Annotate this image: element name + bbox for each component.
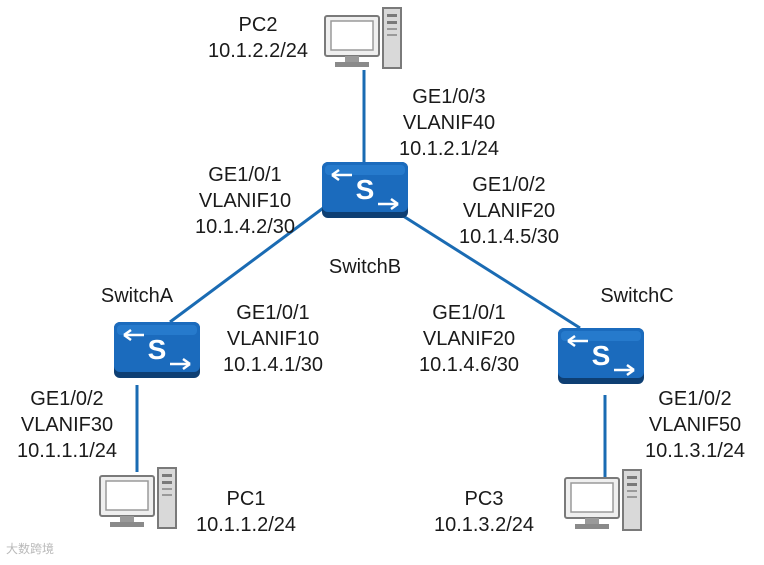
port: GE1/0/1 (236, 302, 310, 324)
watermark: 大数跨境 (6, 542, 55, 556)
switchb-pc2-interface: GE1/0/3 VLANIF40 10.1.2.1/24 (384, 84, 514, 162)
pc1-name: PC1 (226, 488, 266, 510)
ip: 10.1.4.6/30 (418, 354, 520, 376)
vlanif: VLANIF30 (20, 414, 114, 436)
pc1-ip: 10.1.1.2/24 (195, 514, 297, 536)
pc3-ip: 10.1.3.2/24 (433, 514, 535, 536)
vlanif: VLANIF20 (422, 328, 516, 350)
port: GE1/0/2 (30, 388, 104, 410)
switch-glyph: S (592, 340, 611, 371)
ip: 10.1.3.1/24 (644, 440, 746, 462)
ip: 10.1.4.5/30 (458, 226, 560, 248)
pc-icon (324, 7, 402, 69)
switch-icon: S (320, 160, 410, 220)
vlanif: VLANIF50 (648, 414, 742, 436)
pc3-label: PC3 10.1.3.2/24 (420, 486, 548, 538)
switchb-switchc-interface: GE1/0/2 VLANIF20 10.1.4.5/30 (444, 172, 574, 250)
switchb-switcha-interface: GE1/0/1 VLANIF10 10.1.4.2/30 (180, 162, 310, 240)
ip: 10.1.4.2/30 (194, 216, 296, 238)
switcha-pc1-interface: GE1/0/2 VLANIF30 10.1.1.1/24 (2, 386, 132, 464)
switch-glyph: S (356, 174, 375, 205)
ip: 10.1.4.1/30 (222, 354, 324, 376)
port: GE1/0/2 (658, 388, 732, 410)
pc3-name: PC3 (464, 488, 504, 510)
pc2-label: PC2 10.1.2.2/24 (192, 12, 324, 64)
switch-icon: S (556, 326, 646, 386)
port: GE1/0/3 (412, 86, 486, 108)
pc-icon (564, 469, 642, 531)
link-switchb-switchc (399, 212, 581, 330)
switchb-label: SwitchB (310, 254, 420, 280)
pc-icon (99, 467, 177, 529)
switchc-name: SwitchC (600, 285, 674, 307)
port: GE1/0/1 (432, 302, 506, 324)
switchc-switchb-interface: GE1/0/1 VLANIF20 10.1.4.6/30 (404, 300, 534, 378)
pc2-ip: 10.1.2.2/24 (207, 40, 309, 62)
vlanif: VLANIF10 (226, 328, 320, 350)
ip: 10.1.2.1/24 (398, 138, 500, 160)
port: GE1/0/2 (472, 174, 546, 196)
switchc-label: SwitchC (582, 283, 692, 309)
vlanif: VLANIF20 (462, 200, 556, 222)
vlanif: VLANIF40 (402, 112, 496, 134)
pc1-label: PC1 10.1.1.2/24 (182, 486, 310, 538)
switchb-name: SwitchB (328, 256, 402, 278)
pc2-name: PC2 (238, 14, 278, 36)
link-switchb-switcha (169, 198, 335, 324)
switcha-switchb-interface: GE1/0/1 VLANIF10 10.1.4.1/30 (208, 300, 338, 378)
switch-icon: S (112, 320, 202, 380)
switchc-pc3-interface: GE1/0/2 VLANIF50 10.1.3.1/24 (630, 386, 760, 464)
port: GE1/0/1 (208, 164, 282, 186)
switcha-name: SwitchA (100, 285, 174, 307)
switcha-label: SwitchA (82, 283, 192, 309)
ip: 10.1.1.1/24 (16, 440, 118, 462)
vlanif: VLANIF10 (198, 190, 292, 212)
switch-glyph: S (148, 334, 167, 365)
